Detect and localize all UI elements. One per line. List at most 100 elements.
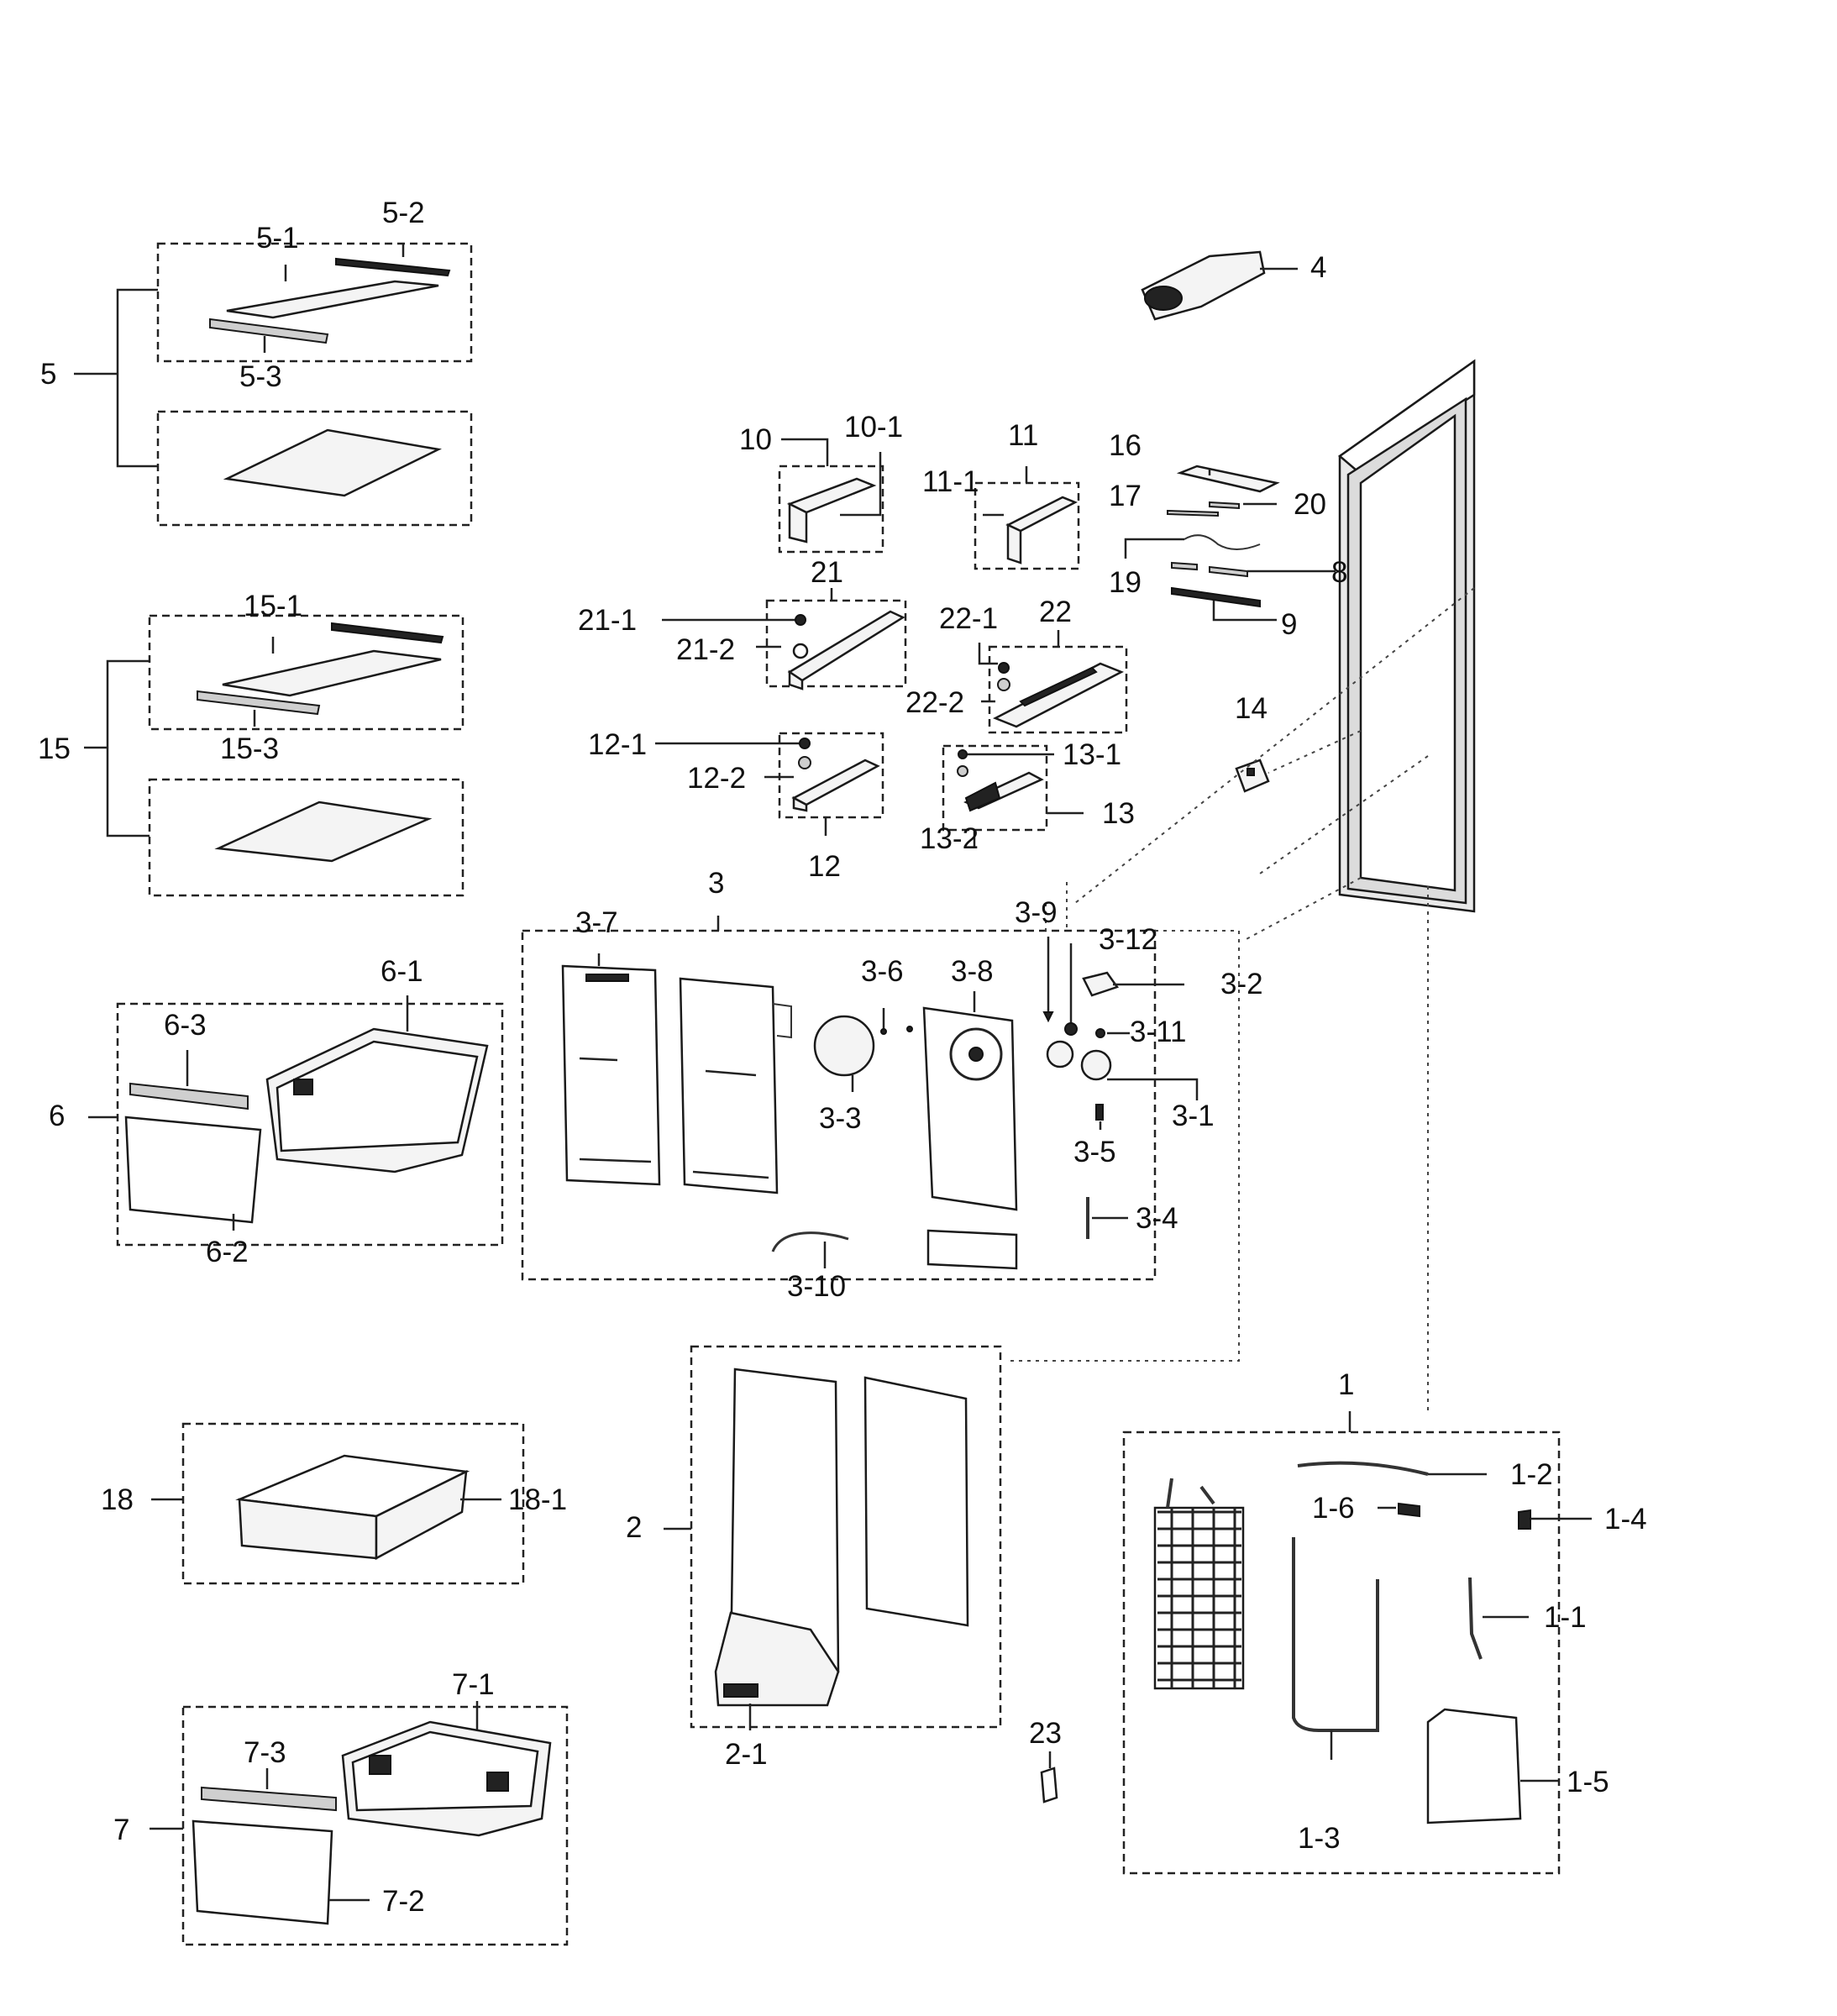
label-15-3: 15-3 bbox=[220, 732, 279, 765]
label-12-2: 12-2 bbox=[687, 762, 746, 795]
label-3: 3 bbox=[708, 867, 724, 900]
part-21-hinge-assembly bbox=[662, 588, 907, 690]
parts-16-17-19-8-9 bbox=[1124, 465, 1336, 622]
label-10-1: 10-1 bbox=[844, 411, 903, 444]
group-18-tray bbox=[151, 1422, 525, 1585]
label-11-1: 11-1 bbox=[922, 465, 979, 498]
part-8-b bbox=[1209, 565, 1248, 578]
shelf-15-rear-trim bbox=[331, 622, 444, 644]
part-9 bbox=[1171, 586, 1261, 608]
shelf-5-1-glass bbox=[226, 280, 439, 319]
label-7-1: 7-1 bbox=[452, 1668, 495, 1701]
label-22-1: 22-1 bbox=[939, 602, 998, 635]
label-3-10: 3-10 bbox=[787, 1270, 846, 1303]
label-18: 18 bbox=[101, 1483, 134, 1516]
label-6-1: 6-1 bbox=[381, 955, 423, 988]
label-9: 9 bbox=[1281, 608, 1297, 641]
label-12: 12 bbox=[808, 850, 841, 883]
label-21-1: 21-1 bbox=[578, 604, 637, 637]
label-7-3: 7-3 bbox=[244, 1736, 286, 1769]
label-3-9: 3-9 bbox=[1015, 896, 1058, 929]
label-22-2: 22-2 bbox=[905, 686, 964, 719]
part-3-2-bracket bbox=[1082, 971, 1119, 997]
part-8-a bbox=[1171, 561, 1198, 571]
label-8: 8 bbox=[1331, 556, 1347, 589]
shelf-15-1-glass bbox=[222, 649, 442, 697]
part-1-5-cover bbox=[1426, 1708, 1522, 1824]
part-2-1-duct bbox=[714, 1611, 840, 1707]
group-15-shelf bbox=[84, 614, 464, 897]
part-3-1-motor bbox=[1080, 1049, 1112, 1081]
label-3-2: 3-2 bbox=[1220, 968, 1263, 1000]
label-2: 2 bbox=[626, 1511, 642, 1544]
label-11: 11 bbox=[1008, 419, 1038, 452]
shelf-5-lower bbox=[223, 428, 443, 497]
part-13-hinge-assembly bbox=[942, 744, 1084, 848]
label-6: 6 bbox=[49, 1100, 65, 1132]
label-17: 17 bbox=[1109, 480, 1142, 512]
group-7-drawer bbox=[150, 1701, 569, 1946]
label-1: 1 bbox=[1338, 1368, 1354, 1401]
group-1-evaporator bbox=[1122, 886, 1592, 1875]
label-22: 22 bbox=[1039, 596, 1072, 628]
group-2-back-cover bbox=[664, 1345, 1002, 1730]
part-19-wire bbox=[1184, 534, 1261, 550]
label-13-1: 13-1 bbox=[1063, 738, 1121, 771]
shelf-5-2-rear-trim bbox=[335, 257, 451, 277]
label-6-3: 6-3 bbox=[164, 1009, 207, 1042]
part-1-evaporator-coil bbox=[1153, 1478, 1245, 1690]
part-3-8-fan-housing bbox=[922, 1006, 1018, 1211]
label-1-3: 1-3 bbox=[1298, 1822, 1341, 1855]
label-5: 5 bbox=[40, 358, 56, 391]
label-3-5: 3-5 bbox=[1073, 1136, 1116, 1168]
part-3-motor bbox=[1046, 1040, 1074, 1068]
drawer-7-3-trim bbox=[201, 1786, 337, 1812]
shelf-5-3-front-trim bbox=[209, 318, 329, 344]
label-15-1: 15-1 bbox=[244, 590, 302, 622]
label-15: 15 bbox=[38, 732, 71, 765]
label-7: 7 bbox=[113, 1814, 129, 1846]
part-17 bbox=[1167, 509, 1219, 517]
callout-labels: 5 5-1 5-2 5-3 4 10 10-1 11 11-1 16 17 20… bbox=[38, 197, 1647, 1918]
shelf-15-3-front-trim bbox=[197, 690, 321, 716]
label-3-12: 3-12 bbox=[1099, 923, 1157, 956]
label-21-2: 21-2 bbox=[676, 633, 735, 666]
label-23: 23 bbox=[1029, 1717, 1062, 1750]
label-1-4: 1-4 bbox=[1604, 1503, 1647, 1536]
label-3-3: 3-3 bbox=[819, 1102, 862, 1135]
label-13: 13 bbox=[1102, 797, 1135, 830]
label-3-4: 3-4 bbox=[1136, 1202, 1178, 1235]
label-4: 4 bbox=[1310, 251, 1326, 284]
part-14-sensor bbox=[1235, 759, 1270, 793]
label-19: 19 bbox=[1109, 566, 1142, 599]
label-5-1: 5-1 bbox=[256, 222, 299, 255]
label-20: 20 bbox=[1294, 488, 1326, 521]
shelf-15-lower bbox=[214, 801, 433, 863]
part-20 bbox=[1209, 501, 1240, 510]
label-1-2: 1-2 bbox=[1510, 1458, 1553, 1491]
part-23-clip bbox=[1040, 1751, 1058, 1803]
refrigerator-cabinet bbox=[1074, 359, 1476, 942]
label-16: 16 bbox=[1109, 429, 1142, 462]
label-6-2: 6-2 bbox=[206, 1236, 249, 1268]
label-18-1: 18-1 bbox=[508, 1483, 567, 1516]
drawer-6-2-front bbox=[124, 1116, 262, 1224]
part-22-hinge-assembly bbox=[978, 630, 1128, 734]
part-4-dispenser-cover bbox=[1141, 250, 1298, 321]
label-3-1: 3-1 bbox=[1172, 1100, 1215, 1132]
label-12-1: 12-1 bbox=[588, 728, 647, 761]
label-3-8: 3-8 bbox=[951, 955, 994, 988]
group-5-shelf bbox=[74, 242, 473, 527]
label-13-2: 13-2 bbox=[920, 822, 979, 855]
label-2-1: 2-1 bbox=[725, 1738, 768, 1771]
part-3-3-fan-blade bbox=[813, 1015, 875, 1077]
part-11-hinge bbox=[974, 466, 1080, 570]
part-12-hinge-assembly bbox=[655, 732, 884, 836]
label-5-2: 5-2 bbox=[382, 197, 425, 229]
label-1-5: 1-5 bbox=[1567, 1766, 1609, 1798]
label-14: 14 bbox=[1235, 692, 1268, 725]
drawer-6-3-trim bbox=[129, 1082, 249, 1110]
part-3-7-cover-panel bbox=[561, 964, 661, 1186]
label-1-6: 1-6 bbox=[1312, 1492, 1355, 1525]
label-10: 10 bbox=[739, 423, 772, 456]
